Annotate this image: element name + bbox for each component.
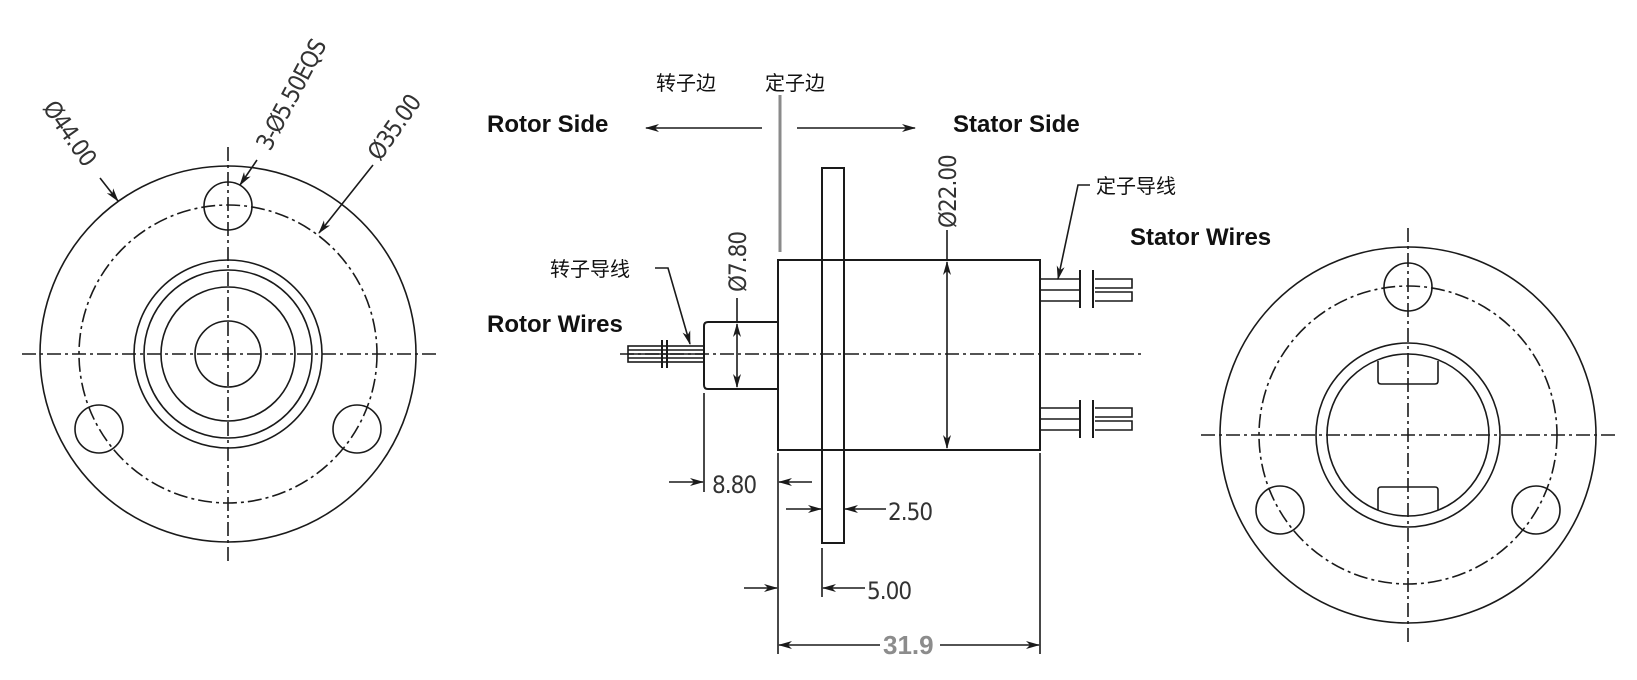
dim-flange-offset: 5.00 xyxy=(867,577,911,605)
stator-body xyxy=(777,259,1041,451)
end-key-bottom xyxy=(1377,486,1439,510)
housing-circle-2 xyxy=(143,269,313,439)
leader-rotor-wires xyxy=(655,267,691,345)
side-view: 转子边 定子边 Rotor Side Stator Side 转子导线 Roto… xyxy=(487,71,1271,660)
stator-wires-bottom xyxy=(1040,400,1133,438)
end-key-top xyxy=(1377,361,1439,385)
rotor-wires xyxy=(627,340,705,368)
rotor-wires-cn-label: 转子导线 xyxy=(550,257,630,281)
dim-holes: 3-Ø5.50EQS xyxy=(251,35,333,155)
dim-flange-thickness: 2.50 xyxy=(888,498,932,526)
dim-body-diameter: Ø22.00 xyxy=(934,155,962,228)
end-mount-hole-left xyxy=(1255,485,1305,535)
dim-shaft-diameter: Ø7.80 xyxy=(724,232,752,292)
end-mount-hole-right xyxy=(1511,485,1561,535)
end-view-stator xyxy=(1201,228,1617,644)
stator-wires-label: Stator Wires xyxy=(1130,224,1271,251)
leader-pcd xyxy=(318,164,374,234)
end-mount-hole-top xyxy=(1383,262,1433,312)
leader-holes xyxy=(239,159,258,186)
housing-circle-3 xyxy=(160,286,296,422)
end-housing-inner xyxy=(1326,353,1490,517)
housing-circle-1 xyxy=(133,259,323,449)
end-bolt-circle xyxy=(1258,285,1558,585)
flange-outer-circle xyxy=(39,165,417,543)
shaft-circle xyxy=(194,320,262,388)
dim-total-length: 31.9 xyxy=(883,630,934,660)
stator-side-label: Stator Side xyxy=(953,111,1080,138)
mounting-flange xyxy=(821,167,845,544)
stator-wires-cn-label: 定子导线 xyxy=(1096,174,1176,198)
front-view-rotor-end: Ø44.00 3-Ø5.50EQS Ø35.00 xyxy=(22,35,436,562)
stator-wires-top xyxy=(1040,270,1133,308)
rotor-side-cn-label: 转子边 xyxy=(656,71,716,95)
end-housing-outer xyxy=(1315,342,1501,528)
leader-stator-wires xyxy=(1056,184,1090,280)
mount-hole-left xyxy=(74,404,124,454)
end-flange-outer-circle xyxy=(1219,246,1597,624)
mount-hole-right xyxy=(332,404,382,454)
dim-outer-diameter: Ø44.00 xyxy=(37,95,102,171)
rotor-shaft xyxy=(703,321,778,390)
rotor-side-label: Rotor Side xyxy=(487,111,608,138)
mount-hole-top xyxy=(203,181,253,231)
bolt-circle xyxy=(78,204,378,504)
dim-pcd: Ø35.00 xyxy=(362,90,427,166)
leader-outer-diameter xyxy=(99,177,119,202)
rotor-wires-label: Rotor Wires xyxy=(487,311,623,338)
stator-side-cn-label: 定子边 xyxy=(765,71,825,95)
dim-shaft-length: 8.80 xyxy=(712,471,756,499)
